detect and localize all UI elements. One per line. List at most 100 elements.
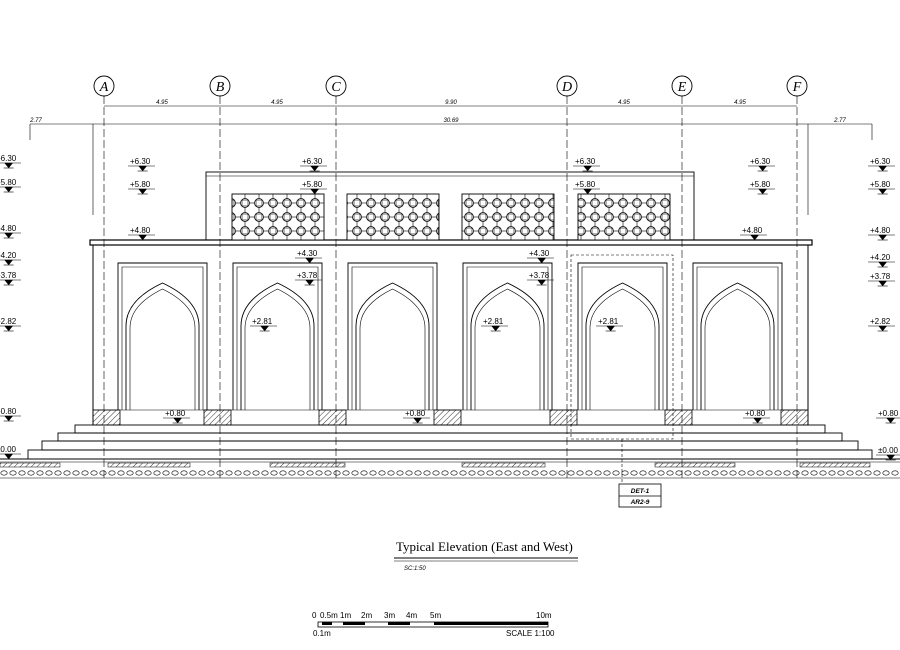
level-marker: +5.80: [868, 180, 895, 195]
level-label: +6.30: [130, 157, 151, 166]
level-label: +5.80: [302, 180, 323, 189]
scale-minor-label: 0.1m: [313, 629, 331, 638]
dim-right-overhang: 2.77: [833, 118, 846, 124]
level-marker: +5.80: [128, 180, 155, 195]
level-marker: +3.78: [295, 271, 322, 286]
level-label: +4.30: [297, 249, 318, 258]
level-label: +6.30: [870, 157, 891, 166]
level-marker: +5.80: [0, 178, 21, 193]
level-label: +6.30: [575, 157, 596, 166]
ground-texture: [0, 462, 900, 479]
scale-label: SCALE 1:100: [506, 629, 555, 638]
detail-sheet: AR2-9: [630, 499, 650, 506]
dim-span-bc: 4.95: [271, 100, 283, 106]
level-marker: +3.78: [527, 271, 554, 286]
lattice-screens: [231, 193, 671, 241]
level-label: +0.80: [878, 409, 899, 418]
level-marker: +0.80: [743, 409, 770, 424]
level-label: +5.80: [130, 180, 151, 189]
plinth-1: [92, 409, 121, 426]
level-marker: +2.82: [0, 317, 21, 332]
level-label: +4.20: [870, 253, 891, 262]
level-label: +6.30: [0, 154, 17, 163]
level-label: +3.78: [529, 271, 550, 280]
level-marker: +3.78: [0, 271, 21, 286]
scale-tick-1: 1m: [340, 611, 351, 620]
level-marker: +4.80: [868, 226, 895, 241]
plinth-5: [549, 409, 578, 426]
grid-bubble-d: [556, 75, 578, 97]
detail-callout: DET-1 AR2-9: [570, 254, 674, 508]
level-label: +0.80: [165, 409, 186, 418]
level-marker: +5.80: [300, 180, 327, 195]
grid-label-a: A: [99, 80, 109, 95]
level-label: +4.80: [742, 226, 763, 235]
dimension-labels: 4.95 4.95 9.90 4.95 4.95 2.77 30.69 2.77: [29, 100, 846, 124]
level-label: +3.78: [297, 271, 318, 280]
level-marker: ±0.00: [876, 446, 900, 461]
level-label: +4.80: [870, 226, 891, 235]
level-marker: +4.30: [295, 249, 322, 264]
level-label: +2.81: [598, 317, 619, 326]
level-label: ±0.00: [0, 445, 17, 454]
grid-bubble-f: [786, 75, 808, 97]
level-marker: +2.81: [250, 317, 277, 332]
level-label: +4.30: [529, 249, 550, 258]
level-marker: +2.81: [481, 317, 508, 332]
scale-tick-2: 2m: [361, 611, 372, 620]
arch-bay-5: [577, 262, 668, 410]
plinth-6: [664, 409, 693, 426]
lattice-screen-3: [461, 193, 555, 241]
arch-bay-6: [692, 262, 783, 410]
grid-bubble-e: [671, 75, 693, 97]
plinth-4: [433, 409, 462, 426]
dim-span-de: 4.95: [618, 100, 630, 106]
scale-tick-3: 3m: [384, 611, 395, 620]
arch-bay-2: [232, 262, 323, 410]
level-marker: +3.78: [868, 272, 895, 287]
title-block: Typical Elevation (East and West) SC:1:5…: [394, 539, 578, 572]
level-label: +5.80: [575, 180, 596, 189]
level-label: +4.80: [0, 224, 17, 233]
grid-bubble-a: [93, 75, 115, 97]
level-label: +5.80: [750, 180, 771, 189]
grid-label-b: B: [216, 80, 225, 95]
dim-span-ab: 4.95: [156, 100, 168, 106]
level-marker: +2.81: [596, 317, 623, 332]
level-marker: +0.80: [0, 407, 21, 422]
plinth-7: [780, 409, 809, 426]
level-marker: +5.80: [748, 180, 775, 195]
grid-label-d: D: [561, 80, 572, 95]
grid-label-e: E: [677, 80, 687, 95]
level-markers: +6.30 +5.80 +4.80 +0.80 +6.30 +5.80 +4.30 +3.78…: [0, 154, 900, 461]
level-label: +4.80: [130, 226, 151, 235]
building-elevation: [89, 171, 813, 425]
level-marker: +6.30: [0, 154, 21, 169]
lattice-screen-2: [346, 193, 440, 241]
level-marker: +6.30: [573, 157, 600, 172]
level-label: +3.78: [0, 271, 17, 280]
level-label: +2.82: [0, 317, 17, 326]
drawing-title: Typical Elevation (East and West): [396, 539, 573, 554]
dimension-strings: [29, 105, 873, 215]
scale-tick-5: 5m: [430, 611, 441, 620]
scale-tick-05: 0.5m: [320, 611, 338, 620]
scale-bar: 0 0.5m 1m 2m 3m 4m 5m 10m 0.1m SCALE 1:1…: [312, 611, 555, 638]
lattice-screen-1: [231, 193, 325, 241]
drawing-scale-note: SC:1:50: [404, 566, 426, 572]
dim-span-ef: 4.95: [734, 100, 746, 106]
dim-left-overhang: 2.77: [29, 118, 42, 124]
scale-tick-10: 10m: [536, 611, 552, 620]
entrance-steps: [0, 424, 900, 463]
level-label: +6.30: [302, 157, 323, 166]
level-marker: +6.30: [868, 157, 895, 172]
level-label: +0.80: [405, 409, 426, 418]
dim-total: 30.69: [443, 118, 459, 124]
scale-tick-0: 0: [312, 611, 317, 620]
level-marker: +4.80: [128, 226, 155, 241]
scale-tick-4: 4m: [406, 611, 417, 620]
level-marker: +2.82: [868, 317, 895, 332]
level-label: +5.80: [870, 180, 891, 189]
arch-bay-4: [462, 262, 553, 410]
